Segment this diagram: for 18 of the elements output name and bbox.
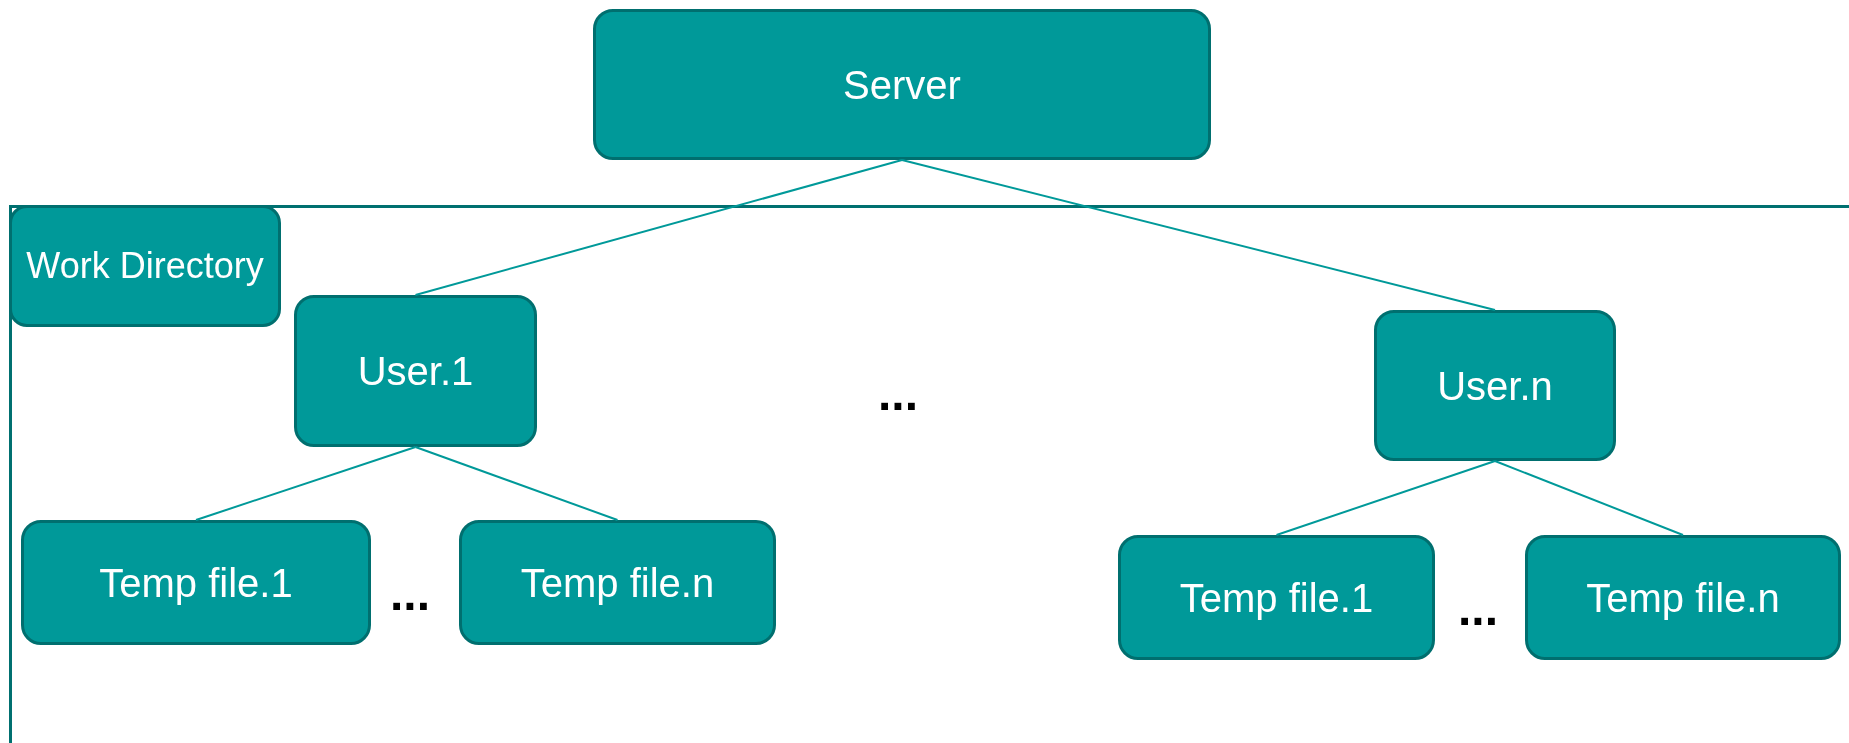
node-box: Temp file.n	[1525, 535, 1841, 660]
node-box: Server	[593, 9, 1211, 160]
node-box: User.n	[1374, 310, 1616, 461]
connector-line	[414, 446, 619, 521]
ellipsis-text: ...	[390, 570, 430, 618]
node-box: Temp file.n	[459, 520, 776, 645]
connector-line	[1494, 460, 1684, 536]
ellipsis-text: ...	[878, 370, 918, 418]
connector-line	[1275, 460, 1496, 536]
connector-line	[414, 159, 903, 296]
ellipsis-text: ...	[1458, 585, 1498, 633]
directory-frame	[9, 205, 1849, 743]
connector-line	[901, 159, 1496, 311]
node-box: Temp file.1	[1118, 535, 1435, 660]
connector-line	[195, 446, 417, 521]
frame-heading: Work Directory	[9, 205, 281, 327]
node-box: Temp file.1	[21, 520, 371, 645]
node-box: User.1	[294, 295, 537, 447]
